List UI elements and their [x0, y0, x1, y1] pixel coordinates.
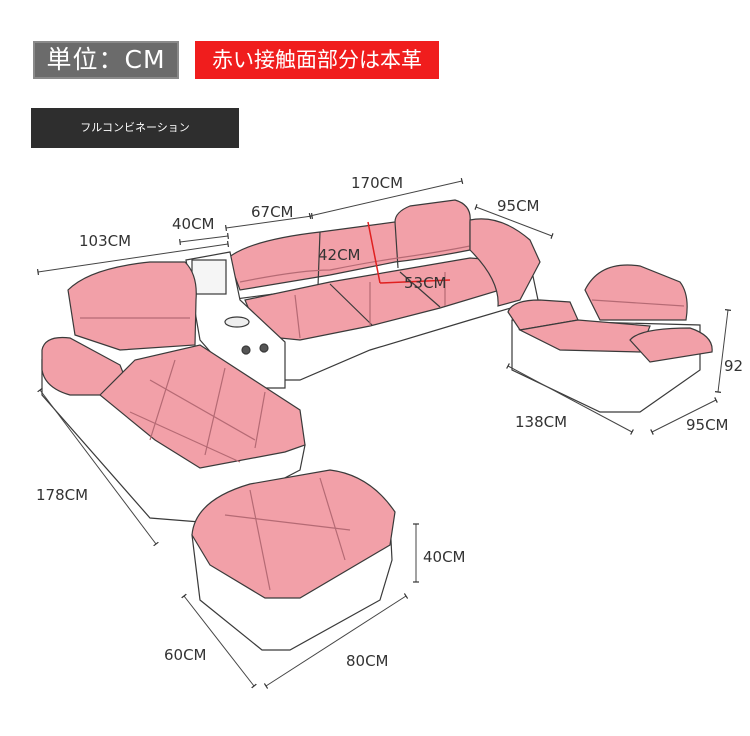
dim-chaise-length: 178CM: [36, 486, 89, 504]
dim-ottoman-height: 40CM: [423, 548, 466, 566]
armchair: [507, 264, 713, 413]
dimension-lines: [36, 177, 732, 689]
dim-chair-depth: 95CM: [686, 416, 729, 434]
unit-label: 単位：CM: [33, 41, 179, 79]
main-sofa: [227, 199, 541, 381]
dim-section-width: 67CM: [251, 203, 294, 221]
dim-chair-width: 138CM: [515, 413, 568, 431]
dim-ottoman-width: 80CM: [346, 652, 389, 670]
dim-chaise-width: 103CM: [79, 232, 132, 250]
dim-sofa-total-width: 170CM: [351, 174, 404, 192]
set-label: フルコンビネーション: [31, 108, 239, 148]
dim-seat-depth: 53CM: [404, 274, 447, 292]
dim-ottoman-depth: 60CM: [164, 646, 207, 664]
dim-console-width: 40CM: [172, 215, 215, 233]
dim-sofa-depth: 95CM: [497, 197, 540, 215]
leather-note: 赤い接触面部分は本革: [195, 41, 439, 79]
dim-back-height: 42CM: [318, 246, 361, 264]
dim-chair-height: 92: [724, 357, 744, 375]
